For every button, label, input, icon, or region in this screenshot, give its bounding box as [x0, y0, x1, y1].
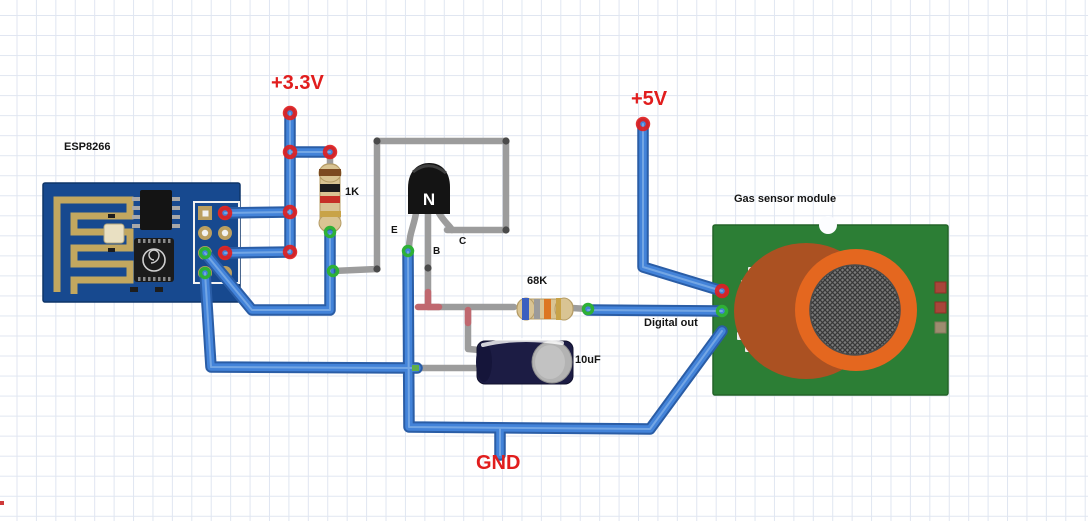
capacitor-10uf[interactable] — [476, 337, 574, 385]
esp-mcu-chip — [134, 238, 174, 282]
capacitor-label: 10uF — [575, 354, 601, 366]
gas-sensor-label: Gas sensor module — [734, 193, 837, 205]
esp-passives — [108, 214, 163, 292]
transistor-marking: N — [423, 190, 435, 209]
v33-label: +3.3V — [271, 72, 324, 94]
emitter-label: E — [391, 225, 398, 236]
edge-marker — [0, 501, 4, 505]
collector-label: C — [459, 236, 467, 247]
sensor-pads — [934, 281, 947, 334]
resistor-68k[interactable] — [516, 297, 574, 321]
junction-rings-green — [198, 225, 729, 318]
blue-wires[interactable] — [205, 113, 722, 455]
esp8266-label: ESP8266 — [64, 141, 111, 153]
esp-crystal — [103, 223, 125, 244]
gray-wire-red-joints — [414, 288, 472, 327]
esp-antenna — [53, 196, 134, 294]
gnd-label: GND — [476, 452, 521, 474]
v5-label: +5V — [631, 88, 668, 110]
junction-rings-red — [217, 105, 730, 299]
sensor-mesh — [809, 264, 901, 356]
esp-flash-chip — [132, 190, 180, 230]
gray-wires[interactable] — [326, 137, 592, 372]
resistor-1k[interactable] — [318, 163, 342, 233]
digital-out-label: Digital out — [644, 317, 698, 329]
transistor[interactable]: N — [408, 163, 450, 214]
gray-wire-end-dots — [373, 137, 510, 273]
cap-lead-connector — [412, 365, 419, 371]
base-label: B — [433, 246, 441, 257]
gas-sensor-module[interactable] — [712, 216, 949, 396]
resistor-68k-label: 68K — [527, 275, 548, 287]
pcb-notch — [819, 216, 837, 234]
resistor-1k-label: 1K — [345, 186, 360, 198]
